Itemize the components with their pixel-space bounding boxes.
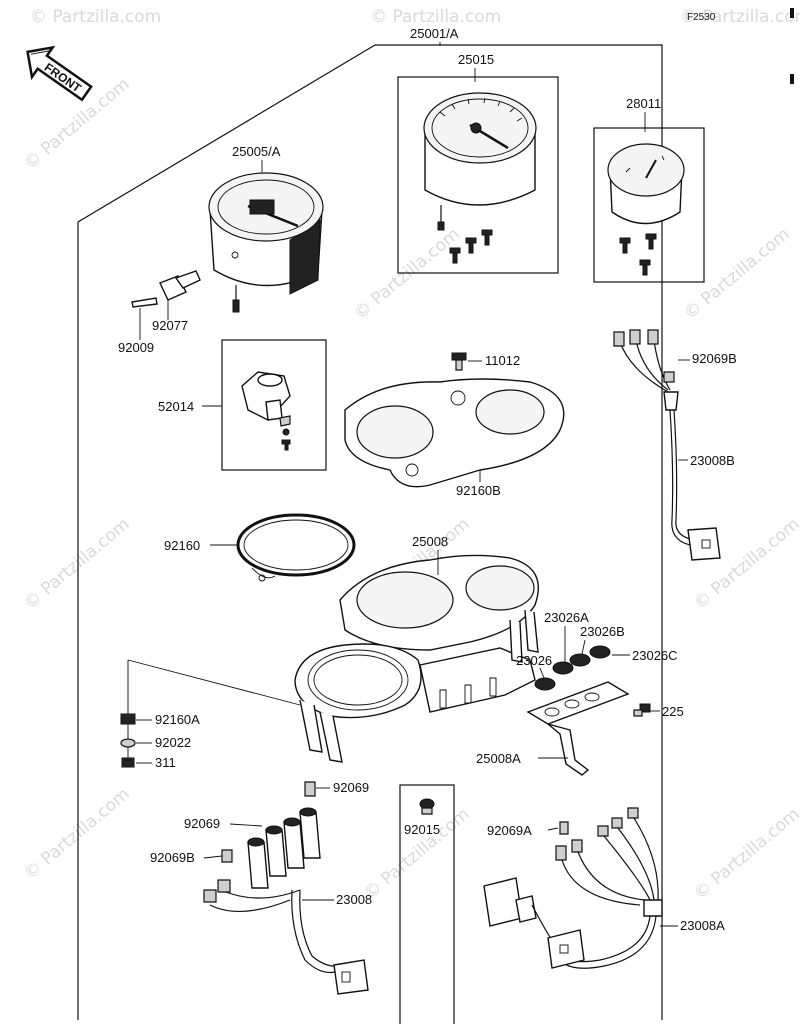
bracket-25008 bbox=[294, 554, 539, 763]
label-25005a: 25005/A bbox=[232, 144, 281, 159]
label-92069-top: 92069 bbox=[333, 780, 369, 795]
label-311: 311 bbox=[155, 755, 176, 770]
label-92069b-right: 92069B bbox=[692, 351, 737, 366]
front-arrow-icon: FRONT bbox=[26, 45, 93, 102]
watermark: © Partzilla.com bbox=[30, 7, 161, 27]
label-92069b-left: 92069B bbox=[150, 850, 195, 865]
leader-line bbox=[203, 855, 223, 859]
label-92160: 92160 bbox=[164, 538, 200, 553]
gear-housing-box bbox=[221, 339, 327, 471]
leader-line bbox=[229, 823, 263, 827]
leader-line bbox=[581, 639, 586, 655]
gear-92077 bbox=[159, 270, 201, 301]
label-23008a: 23008A bbox=[680, 918, 725, 933]
label-25008: 25008 bbox=[412, 534, 448, 549]
watermark: © Partzilla.com bbox=[680, 7, 800, 27]
watermark: © Partzilla.com bbox=[690, 804, 800, 904]
label-23008b: 23008B bbox=[690, 453, 735, 468]
socket-box bbox=[399, 784, 455, 1024]
watermark: © Partzilla.com bbox=[360, 804, 473, 904]
watermark: © Partzilla.com bbox=[350, 224, 463, 324]
harness-23008 bbox=[203, 781, 369, 995]
watermark: © Partzilla.com bbox=[680, 224, 793, 324]
label-92160b: 92160B bbox=[456, 483, 501, 498]
tachometer bbox=[423, 92, 537, 231]
label-92069-left: 92069 bbox=[184, 816, 220, 831]
page-edge-mark bbox=[790, 8, 794, 18]
label-23026: 23026 bbox=[516, 653, 552, 668]
screw-92009 bbox=[131, 297, 158, 308]
label-92069a: 92069A bbox=[487, 823, 532, 838]
watermark: © Partzilla.com bbox=[20, 784, 133, 884]
label-23008: 23008 bbox=[336, 892, 372, 907]
socket-92015 bbox=[419, 798, 435, 815]
harness-23008b bbox=[613, 329, 721, 561]
temp-gauge bbox=[607, 143, 685, 276]
assembly-outline bbox=[375, 44, 663, 1020]
speedometer bbox=[208, 172, 324, 313]
callout-line bbox=[127, 659, 301, 765]
indicator-bracket-25008a bbox=[526, 681, 630, 776]
cover-92160b bbox=[344, 378, 565, 488]
label-92009: 92009 bbox=[118, 340, 154, 355]
grommets bbox=[534, 645, 611, 691]
nut-311 bbox=[121, 757, 135, 768]
watermark: © Partzilla.com bbox=[20, 514, 133, 614]
assembly-outline bbox=[77, 44, 376, 1020]
page-edge-mark bbox=[790, 74, 794, 84]
label-52014: 52014 bbox=[158, 399, 194, 414]
leader-line bbox=[539, 667, 545, 679]
harness-23008a bbox=[483, 807, 663, 969]
label-25015: 25015 bbox=[458, 52, 494, 67]
washer-92022 bbox=[120, 738, 136, 748]
nut-92160a bbox=[120, 713, 136, 725]
temp-gauge-box bbox=[593, 127, 705, 283]
label-92015: 92015 bbox=[404, 822, 440, 837]
label-225: 225 bbox=[662, 704, 684, 719]
screw-225 bbox=[633, 703, 651, 717]
label-25008a: 25008A bbox=[476, 751, 521, 766]
tachometer-box bbox=[397, 76, 559, 274]
label-28011: 28011 bbox=[626, 96, 661, 111]
label-92077: 92077 bbox=[152, 318, 188, 333]
leader-line bbox=[547, 827, 559, 831]
label-23026b: 23026B bbox=[580, 624, 625, 639]
figure-code: F2530 bbox=[687, 12, 716, 23]
label-23026c: 23026C bbox=[632, 648, 678, 663]
ring-92160 bbox=[236, 513, 356, 582]
screws bbox=[449, 229, 493, 264]
bolt-11012 bbox=[451, 352, 467, 371]
gear-housing bbox=[241, 371, 291, 451]
label-92160a: 92160A bbox=[155, 712, 200, 727]
label-92022: 92022 bbox=[155, 735, 191, 750]
label-11012: 11012 bbox=[485, 353, 520, 368]
label-23026a: 23026A bbox=[544, 610, 589, 625]
label-25001a: 25001/A bbox=[410, 26, 459, 41]
watermark: © Partzilla.com bbox=[370, 7, 501, 27]
